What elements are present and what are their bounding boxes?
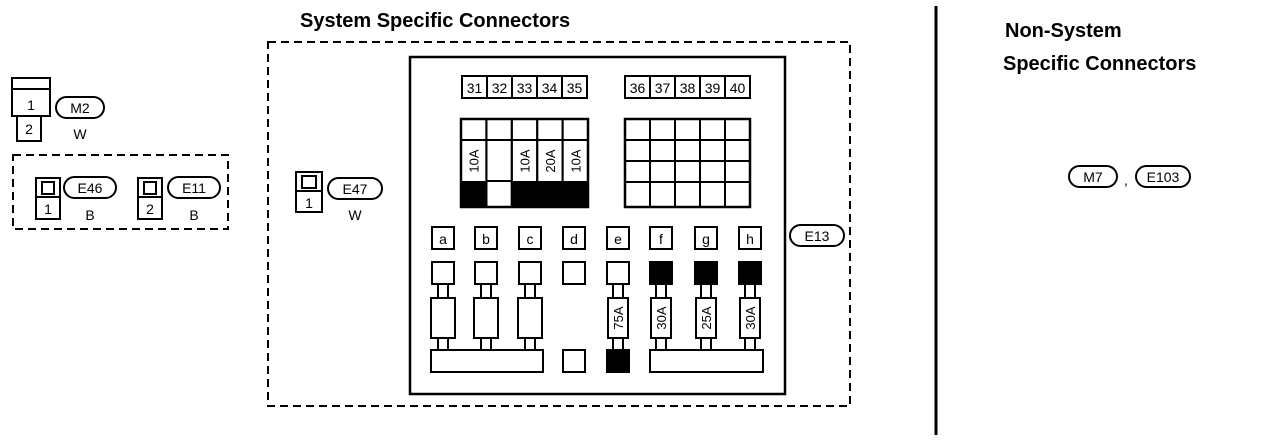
bus-bar-right	[649, 349, 764, 373]
non-system-connector-list: M7 , E103	[1068, 165, 1191, 188]
fuse-number-label: 35	[567, 80, 583, 96]
system-specific-heading: System Specific Connectors	[300, 10, 570, 32]
fuse-rating-label: 10A	[518, 149, 533, 172]
tag-separator: ,	[1124, 172, 1128, 188]
fuse-grid-left: 10A 10A 20A 10A	[459, 117, 590, 209]
slot-letter-label: h	[746, 231, 754, 247]
e103-tag: E103	[1147, 169, 1180, 185]
link-terminal-top	[518, 261, 542, 285]
fuse-rating-label: 20A	[543, 149, 558, 172]
e47-wire-color: W	[348, 207, 362, 223]
slot-letter-label: d	[570, 231, 578, 247]
link-rating-label: 25A	[699, 306, 714, 329]
system-specific-group	[267, 41, 851, 407]
fuse-number-box	[561, 75, 588, 99]
slot-letter-box	[562, 226, 586, 250]
m2-wire-color: W	[73, 126, 87, 142]
fuse-rating-label: 10A	[568, 149, 583, 172]
fusible-link-body	[517, 297, 543, 339]
fuse-number-label: 31	[467, 80, 483, 96]
slot-letter-label: c	[527, 231, 534, 247]
fuse-terminal	[537, 181, 563, 207]
m2-pin-2: 2	[25, 121, 33, 137]
link-terminal-top	[738, 261, 762, 285]
slot-letter-box	[518, 226, 542, 250]
link-rating-label: 75A	[611, 306, 626, 329]
m2-tag: M2	[70, 100, 90, 116]
fuse-number-label: 36	[630, 80, 646, 96]
slot-letter-label: f	[659, 231, 663, 247]
link-terminal-top	[431, 261, 455, 285]
empty-slot-bottom	[562, 349, 586, 373]
fuse-number-label: 40	[730, 80, 746, 96]
slot-letter-box	[694, 226, 718, 250]
link-terminal-bottom	[606, 349, 630, 373]
fuse-terminal	[562, 181, 588, 207]
slot-letter-box	[606, 226, 630, 250]
e47-tag: E47	[343, 181, 368, 197]
fuse-number-label: 34	[542, 80, 558, 96]
slot-letter-label: g	[702, 231, 710, 247]
slot-letter-label: e	[614, 231, 622, 247]
e46-pin: 1	[44, 201, 52, 217]
slot-letter-label: b	[482, 231, 490, 247]
fuse-number-box	[724, 75, 751, 99]
connector-e11: 2 E11 B	[137, 176, 221, 223]
connector-m2: 1 2 M2 W	[11, 77, 105, 142]
link-terminal-top	[694, 261, 718, 285]
e11-wire-color: B	[189, 207, 198, 223]
fusible-link-body	[473, 297, 499, 339]
link-terminal-top	[649, 261, 673, 285]
fusible-link-slots: a b c d e 75A f 30A g 25A h 30A	[430, 226, 764, 373]
fuse-number-label: 37	[655, 80, 671, 96]
slot-letter-box	[474, 226, 498, 250]
slot-letter-box	[649, 226, 673, 250]
fuse-number-label: 39	[705, 80, 721, 96]
fuse-number-label: 33	[517, 80, 533, 96]
fuse-number-label: 32	[492, 80, 508, 96]
e46-tag: E46	[78, 180, 103, 196]
bus-bar-left	[430, 349, 544, 373]
e13-tag: E13	[805, 228, 830, 244]
slot-letter-box	[431, 226, 455, 250]
fusible-link-body	[430, 297, 456, 339]
connector-e13: E13	[789, 224, 845, 247]
e11-tag: E11	[182, 180, 206, 196]
fuse-terminal	[511, 181, 538, 207]
m2-pin-1: 1	[27, 97, 35, 113]
m7-tag: M7	[1083, 169, 1103, 185]
e47-pin: 1	[305, 195, 313, 211]
e46-wire-color: B	[85, 207, 94, 223]
non-system-heading-line1: Non-System	[1005, 20, 1122, 42]
fuse-grid-frame	[623, 117, 752, 209]
link-rating-label: 30A	[654, 306, 669, 329]
empty-slot-top	[562, 261, 586, 285]
fuse-number-label: 38	[680, 80, 696, 96]
connector-e46: 1 E46 B	[35, 176, 117, 223]
link-terminal-top	[606, 261, 630, 285]
link-terminal-top	[474, 261, 498, 285]
fuse-block-body	[408, 55, 787, 396]
ground-connector-group	[12, 154, 229, 230]
connector-e47: 1 E47 W	[295, 171, 383, 223]
fuse-grid-right	[623, 117, 752, 209]
fuse-number-row: 31 32 33 34 35 36 37 38 39 40	[461, 75, 751, 99]
link-rating-label: 30A	[743, 306, 758, 329]
fuse-terminal	[461, 181, 487, 207]
non-system-heading-line2: Specific Connectors	[1003, 53, 1196, 75]
slot-letter-label: a	[439, 231, 447, 247]
fuse-rating-label: 10A	[467, 149, 482, 172]
slot-letter-box	[738, 226, 762, 250]
e11-pin: 2	[146, 201, 154, 217]
